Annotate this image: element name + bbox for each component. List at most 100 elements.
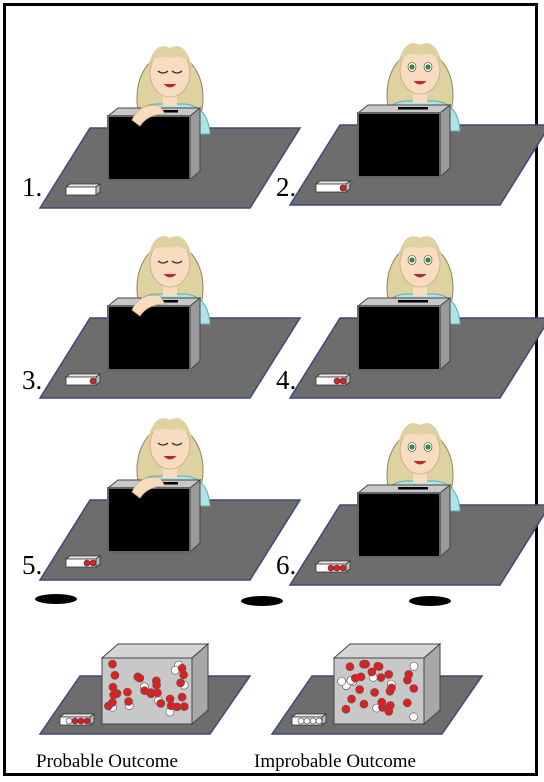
box-side (440, 105, 450, 177)
box-side (190, 108, 200, 180)
panel-number-1: 1. (22, 172, 42, 203)
box-slot (398, 487, 428, 490)
panel-3 (40, 236, 300, 398)
separator-disc-3 (409, 596, 451, 606)
box-ball (153, 689, 161, 697)
panel-5 (40, 418, 300, 580)
ball-tray-icon (316, 561, 350, 572)
box-ball (110, 691, 118, 699)
box-front (108, 116, 190, 180)
box-slot (398, 300, 428, 303)
ball-tray-icon (60, 714, 94, 725)
box-side (190, 298, 200, 370)
box-ball (153, 681, 161, 689)
tray-ball (298, 718, 304, 724)
box-ball (141, 687, 149, 695)
box-ball (177, 679, 185, 687)
ball-tray-icon (66, 184, 100, 195)
panel-4 (290, 236, 544, 398)
tray-ball (340, 378, 346, 384)
panel-1 (40, 46, 300, 208)
tray-ball (340, 185, 346, 191)
tray-ball (72, 718, 78, 724)
box-ball (109, 683, 117, 691)
improbable-outcome-label: Improbable Outcome (254, 751, 416, 773)
tray-ball (304, 718, 310, 724)
tray-ball (334, 565, 340, 571)
box-ball (125, 698, 133, 706)
box-ball (378, 698, 386, 706)
box-ball (178, 664, 186, 672)
ball-tray-icon (292, 714, 326, 725)
box-ball (108, 698, 116, 706)
box-ball (157, 699, 165, 707)
box-side (190, 480, 200, 552)
box-front (358, 493, 440, 557)
box-front (358, 113, 440, 177)
box-ball (405, 670, 413, 678)
box-ball (173, 703, 181, 711)
box-top (334, 644, 440, 658)
panel-6 (290, 423, 544, 585)
improbable-outcome (272, 644, 482, 734)
tray-ball (84, 560, 90, 566)
ball-tray-icon (316, 374, 350, 385)
probable-outcome (40, 644, 250, 734)
separator-disc-1 (35, 594, 77, 604)
box-ball (346, 663, 354, 671)
tray-ball (340, 565, 346, 571)
box-ball (377, 674, 385, 682)
tray-ball (84, 718, 90, 724)
box-ball (360, 700, 368, 708)
panel-2 (290, 43, 544, 205)
panel-number-4: 4. (276, 365, 296, 396)
box-top (102, 644, 208, 658)
box-ball (136, 674, 144, 682)
tray-ball (66, 718, 72, 724)
tray-ball (316, 718, 322, 724)
box-ball (338, 677, 346, 685)
box-front (358, 306, 440, 370)
box-ball (371, 688, 379, 696)
tray-ball (90, 378, 96, 384)
tray-ball (334, 378, 340, 384)
box-ball (374, 662, 382, 670)
box-slot (398, 107, 428, 110)
box-ball (410, 662, 418, 670)
box-ball (108, 660, 116, 668)
box-side (192, 644, 208, 724)
box-ball (166, 695, 174, 703)
box-ball (123, 688, 131, 696)
box-ball (410, 713, 418, 721)
box-ball (387, 684, 395, 692)
box-ball (385, 707, 393, 715)
tray-ball (328, 565, 334, 571)
tray-ball (90, 560, 96, 566)
box-side (440, 298, 450, 370)
ball-tray-icon (316, 181, 350, 192)
tray-ball (78, 718, 84, 724)
box-ball (356, 686, 364, 694)
box-ball (348, 695, 356, 703)
panel-number-5: 5. (22, 550, 42, 581)
probable-outcome-label: Probable Outcome (36, 751, 178, 773)
separator-disc-2 (241, 596, 283, 606)
box-front (108, 306, 190, 370)
box-ball (385, 670, 393, 678)
panel-number-3: 3. (22, 365, 42, 396)
tray-ball (310, 718, 316, 724)
panel-number-2: 2. (276, 172, 296, 203)
ball-tray-icon (66, 374, 100, 385)
box-side (440, 485, 450, 557)
box-ball (359, 660, 367, 668)
box-ball (180, 703, 188, 711)
box-ball (410, 684, 418, 692)
box-ball (403, 699, 411, 707)
box-ball (178, 693, 186, 701)
box-ball (342, 705, 350, 713)
box-ball (357, 673, 365, 681)
ball-tray-icon (66, 556, 100, 567)
panel-number-6: 6. (276, 550, 296, 581)
box-ball (111, 671, 119, 679)
